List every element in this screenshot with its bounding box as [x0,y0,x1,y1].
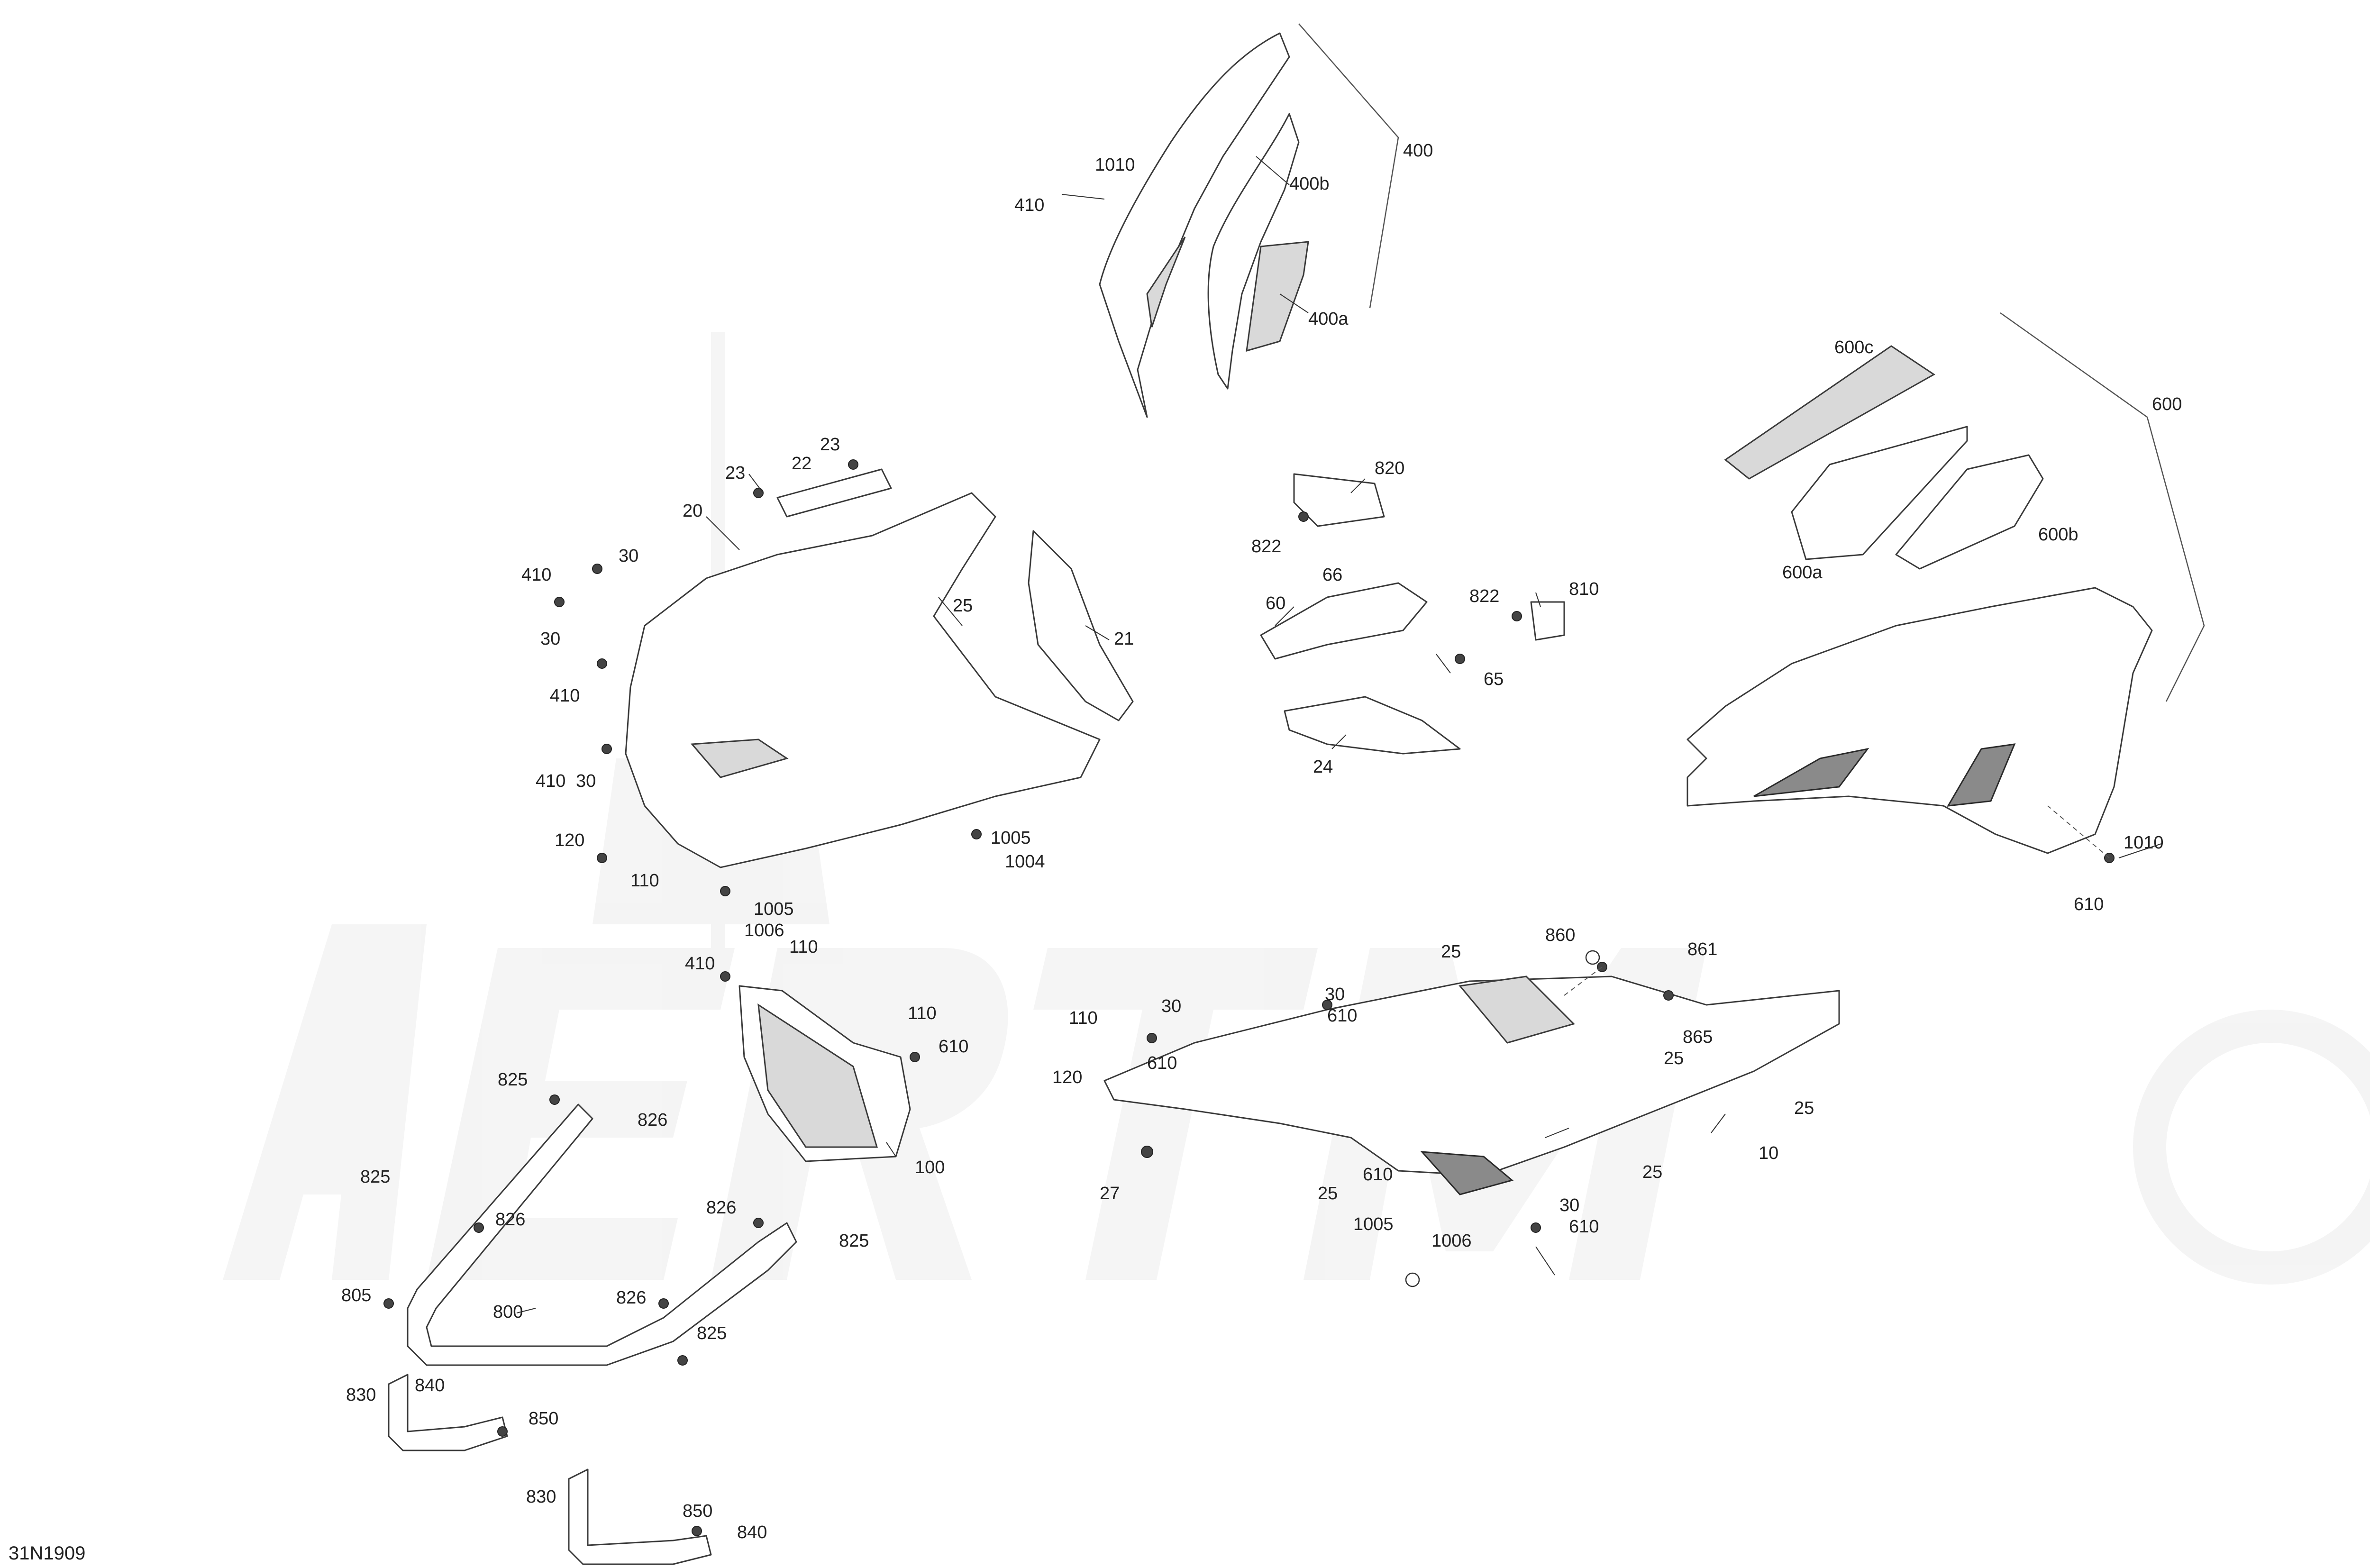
callout-410: 410 [685,954,715,974]
callout-25: 25 [1794,1098,1814,1118]
callout-1005: 1005 [754,899,794,919]
callout-805: 805 [341,1285,371,1305]
callout-1006: 1006 [744,921,784,940]
callout-410: 410 [521,565,551,585]
callout-30: 30 [1161,996,1181,1016]
callout-830: 830 [526,1487,556,1507]
group-line-400 [1298,23,1399,309]
side-panel-400 [1099,32,1309,418]
callout-410: 410 [1014,195,1044,215]
callout-1004: 1004 [1005,852,1045,872]
callout-23: 23 [725,463,745,483]
fasteners [383,459,2115,1536]
callout-610: 610 [2074,894,2104,914]
callout-25: 25 [1441,942,1461,962]
brackets-60-810-820-24 [1260,473,1565,755]
callout-400: 400 [1403,141,1433,161]
lower-pan-10 [1103,975,1840,1195]
callout-825: 825 [360,1167,390,1187]
callout-830: 830 [346,1385,376,1405]
callout-65: 65 [1484,669,1504,689]
callout-23: 23 [820,435,840,455]
callout-600b: 600b [2038,525,2078,545]
callout-100: 100 [915,1158,945,1177]
callout-1010: 1010 [1095,155,1135,175]
side-panel-600 [1686,345,2153,854]
callout-861: 861 [1687,939,1717,959]
callout-600: 600 [2152,394,2182,414]
callout-850: 850 [529,1409,558,1429]
callout-822: 822 [1469,586,1499,606]
callout-30: 30 [619,546,638,566]
callout-30: 30 [540,629,560,649]
callout-labels: 400 1010 410 400b 400a 600 600c 600b 600… [341,141,2182,1542]
callout-110: 110 [630,871,659,891]
callout-30: 30 [576,771,596,791]
callout-800: 800 [493,1302,523,1322]
callout-110: 110 [908,1003,937,1023]
callout-20: 20 [683,501,702,521]
callout-60: 60 [1266,593,1285,613]
callout-826: 826 [706,1198,736,1218]
callout-825: 825 [839,1231,869,1251]
callout-1005: 1005 [1353,1214,1394,1234]
callout-400b: 400b [1289,174,1330,194]
callout-22: 22 [792,454,811,474]
callout-865: 865 [1683,1027,1713,1047]
callout-27: 27 [1100,1184,1120,1203]
callout-1010: 1010 [2124,833,2164,853]
callout-120: 120 [555,830,584,850]
callout-825: 825 [697,1323,727,1343]
callout-66: 66 [1322,565,1342,585]
callout-10: 10 [1759,1143,1778,1163]
callout-600a: 600a [1782,563,1823,583]
leader-lines [516,156,2162,1313]
callout-25: 25 [953,596,973,616]
callout-610: 610 [1327,1006,1357,1026]
callout-820: 820 [1375,458,1404,478]
front-housing-20 [625,468,1134,868]
callout-25: 25 [1642,1162,1662,1182]
group-line-600 [2000,312,2205,702]
callout-410: 410 [536,771,565,791]
callout-826: 826 [495,1210,525,1230]
callout-826: 826 [616,1288,646,1308]
callout-110: 110 [1069,1008,1098,1028]
callout-826: 826 [638,1110,667,1130]
callout-610: 610 [1569,1217,1599,1237]
callout-21: 21 [1114,629,1134,649]
callout-400a: 400a [1308,309,1349,329]
callout-25: 25 [1318,1184,1338,1203]
callout-860: 860 [1545,925,1575,945]
callout-120: 120 [1052,1067,1082,1087]
callout-110: 110 [789,937,818,957]
callout-850: 850 [683,1501,712,1521]
callout-410: 410 [550,686,580,706]
callout-822: 822 [1251,537,1281,556]
callout-25: 25 [1664,1048,1684,1068]
callout-1005: 1005 [991,828,1031,848]
callout-30: 30 [1325,985,1345,1004]
callout-840: 840 [737,1522,767,1542]
grille-100 [738,985,911,1162]
callout-610: 610 [939,1037,968,1057]
callout-610: 610 [1147,1053,1177,1073]
bumper-800 [388,1103,797,1565]
callout-840: 840 [415,1376,445,1395]
callout-600c: 600c [1834,337,1873,357]
callout-610: 610 [1363,1165,1393,1185]
callout-1006: 1006 [1431,1231,1472,1251]
drawing-number: 31N1909 [9,1543,85,1564]
callout-810: 810 [1569,579,1599,599]
callout-24: 24 [1313,757,1333,777]
callout-30: 30 [1559,1195,1579,1215]
callout-825: 825 [498,1070,528,1090]
